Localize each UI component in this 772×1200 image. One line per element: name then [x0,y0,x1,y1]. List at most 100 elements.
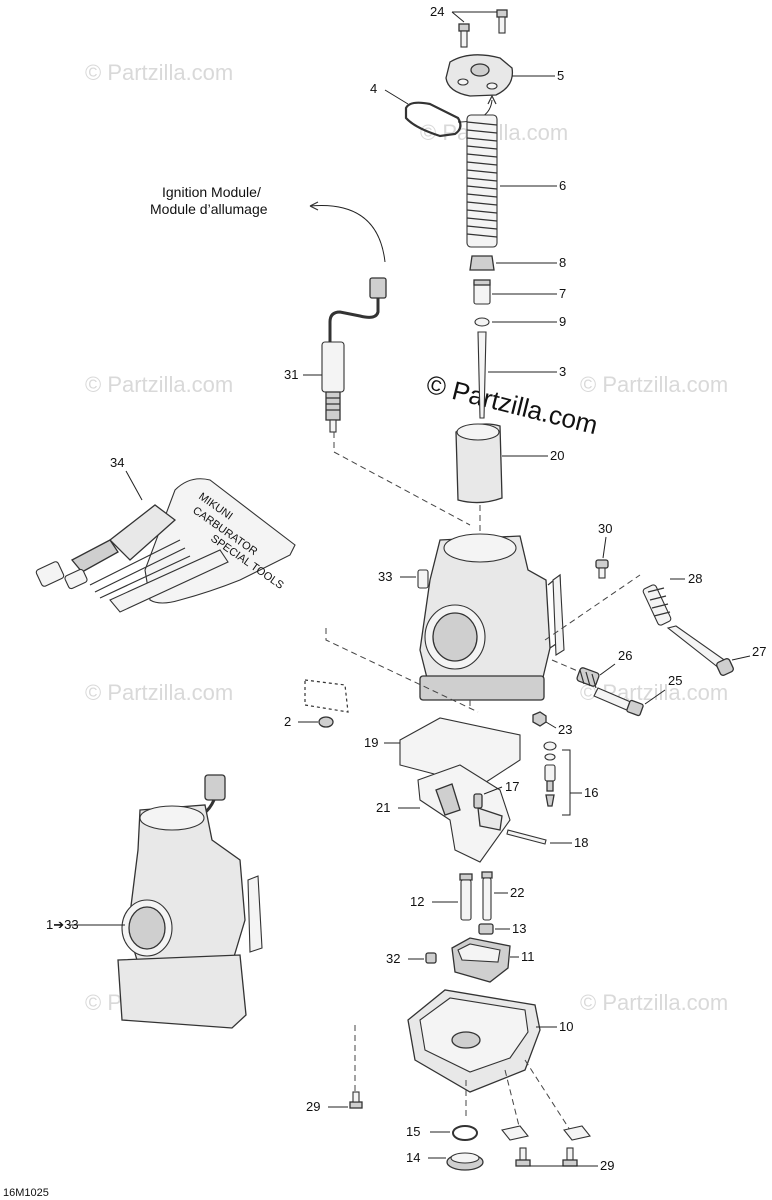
callout-27: 27 [752,644,766,659]
dash-28 [544,574,641,641]
assembled-carburetor [117,774,263,1029]
carburetor-body [419,533,565,701]
spring-26 [576,667,600,689]
leader-30 [602,536,607,559]
callout-22: 22 [510,885,524,900]
needle-jet-22 [481,871,493,921]
callout-8: 8 [559,255,566,270]
dash-29b-a [504,1069,521,1131]
bracket-2 [304,679,349,728]
callout-16: 16 [584,785,598,800]
dash-31 [333,432,471,526]
float-11 [451,937,511,983]
callout-5: 5 [557,68,564,83]
leader-ignition [309,204,386,263]
watermark: © Partzilla.com [85,60,233,85]
spring-6 [466,114,498,248]
throttle-valve-20 [455,423,503,504]
watermark: © Partzilla.com [85,372,233,397]
ignition-module-label-fr: Module d’allumage [150,201,268,217]
callout-9: 9 [559,314,566,329]
callout-4: 4 [370,81,377,96]
dash-body-left [325,628,479,713]
callout-23: 23 [558,722,572,737]
needle-3 [477,331,487,419]
callout-assembly: 1➔33 [46,917,79,932]
callout-30: 30 [598,521,612,536]
reference-code: 16M1025 [3,1187,49,1199]
tool-kit-34: MIKUNI CARBURATOR SPECIAL TOOLS [35,478,296,613]
screw-32 [425,952,437,964]
callout-34: 34 [110,455,124,470]
jet-12 [459,873,473,921]
gasket-19 [399,717,521,787]
jet-set-16 [543,741,557,807]
watermark-group: © Partzilla.com © Partzilla.com © Partzi… [85,60,728,1015]
leader-25 [644,689,666,705]
float-chamber-10 [407,989,541,1093]
clip-9 [474,317,490,327]
callout-15: 15 [406,1124,420,1139]
watermark: © Partzilla.com [580,990,728,1015]
callout-11: 11 [521,949,535,964]
screw-24 [458,9,508,48]
screw-29-right [501,1125,591,1167]
callout-29a: 29 [306,1099,320,1114]
o-ring-15 [452,1125,478,1141]
callout-6: 6 [559,178,566,193]
leader-26 [599,663,616,676]
callout-21: 21 [376,800,390,815]
callout-29b: 29 [600,1158,614,1173]
leader-24 [451,11,465,23]
callout-19: 19 [364,735,378,750]
callout-31: 31 [284,367,298,382]
callout-12: 12 [410,894,424,909]
cover-5 [445,54,514,97]
callout-28: 28 [688,571,702,586]
main-watermark: © Partzilla.com [424,369,601,440]
float-arm-21 [417,764,511,863]
callout-3: 3 [559,364,566,379]
callout-14: 14 [406,1150,420,1165]
callout-2: 2 [284,714,291,729]
callout-18: 18 [574,835,588,850]
callout-17: 17 [505,779,519,794]
leader-27 [731,655,751,661]
callout-33: 33 [378,569,392,584]
nut-23 [532,711,547,727]
seat-8 [469,255,495,271]
callout-7: 7 [559,286,566,301]
needle-holder-7 [473,279,491,305]
callout-20: 20 [550,448,564,463]
screw-17 [473,793,483,809]
plug-33 [417,569,429,589]
watermark: © Partzilla.com [580,372,728,397]
sensor-31 [321,277,387,433]
callout-32: 32 [386,951,400,966]
dash-26 [551,659,581,673]
screw-29-left [349,1091,363,1109]
screw-27 [666,625,734,676]
callout-25: 25 [668,673,682,688]
arrow-to-cover [487,94,497,105]
callout-26: 26 [618,648,632,663]
callout-10: 10 [559,1019,573,1034]
watermark: © Partzilla.com [85,680,233,705]
leader-34 [125,470,143,501]
callout-13: 13 [512,921,526,936]
ignition-module-label-en: Ignition Module/ [162,184,261,200]
dash-29b-b [524,1059,571,1131]
callout-24: 24 [430,4,444,19]
leader-4 [384,89,409,105]
leader-23 [545,721,557,729]
screw-30 [595,559,609,579]
spring-28 [642,584,672,626]
leader-17 [483,786,503,795]
plug-14 [446,1152,484,1171]
nozzle-13 [478,923,494,935]
pin-18 [506,829,547,845]
screw-25 [593,687,644,717]
arrow-ignition [309,201,319,211]
gasket-4 [404,101,462,138]
